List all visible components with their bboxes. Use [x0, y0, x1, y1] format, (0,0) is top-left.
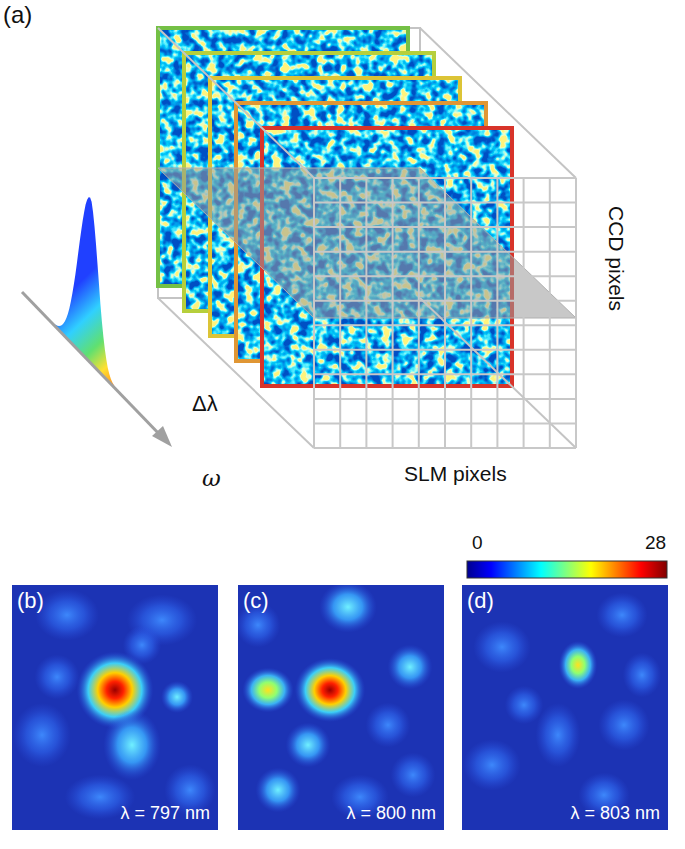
- colour-bar: [467, 561, 667, 578]
- frequency-axis: [22, 292, 162, 437]
- speckle-image: [238, 585, 444, 830]
- panel-letter: (c): [243, 589, 269, 613]
- figure-label: ω: [202, 466, 221, 491]
- panel-letter: (d): [467, 589, 494, 613]
- axis-label: CCD pixels: [605, 206, 628, 311]
- spectrum-curve: [40, 197, 129, 402]
- pixel-grid: [314, 178, 576, 448]
- speckle-image: [462, 585, 668, 830]
- figure-label: Δλ: [192, 392, 218, 416]
- wavelength-label: λ = 800 nm: [346, 804, 436, 824]
- panel-letter: (b): [17, 589, 44, 613]
- wavelength-label: λ = 797 nm: [120, 804, 210, 824]
- speckle-panel: (c) λ = 800 nm: [238, 585, 444, 830]
- figure-label: 0: [472, 533, 483, 554]
- figure-label: 28: [645, 533, 666, 554]
- figure-label: (a): [3, 2, 32, 28]
- speckle-image: [12, 585, 218, 830]
- speckle-panel: (b) λ = 797 nm: [12, 585, 218, 830]
- speckle-panel: (d) λ = 803 nm: [462, 585, 668, 830]
- axis-arrowhead: [152, 426, 172, 447]
- wavelength-label: λ = 803 nm: [570, 804, 660, 824]
- cube-edges: [158, 28, 576, 448]
- figure-label: SLM pixels: [404, 462, 507, 485]
